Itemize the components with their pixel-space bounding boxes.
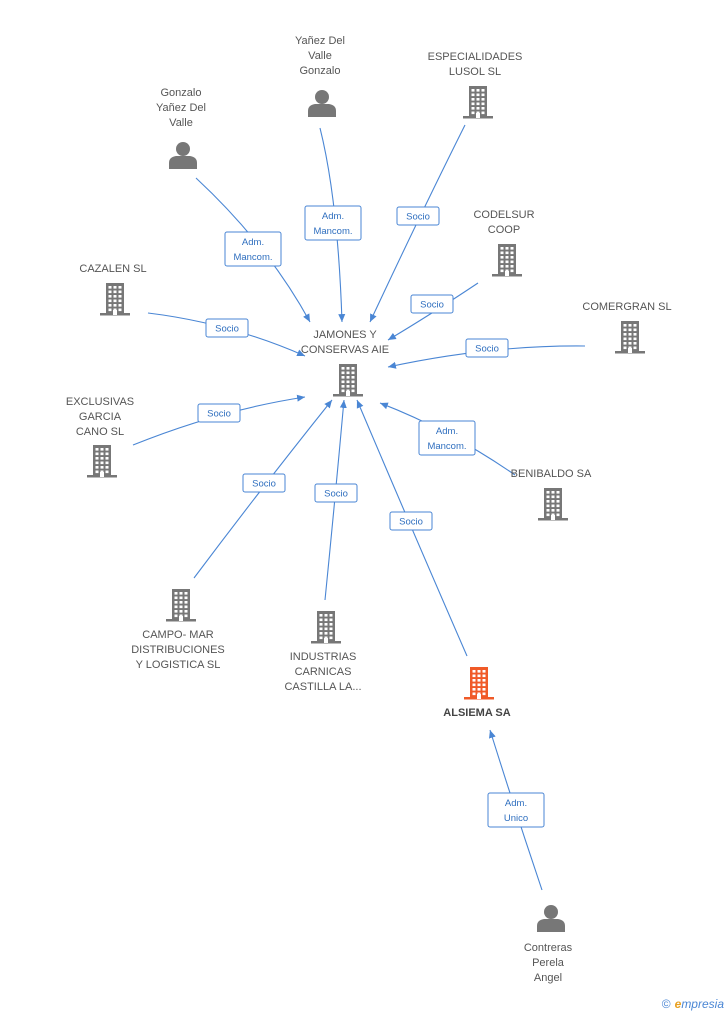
- edge-exclusivas-to-jamones: Socio: [132, 394, 306, 446]
- node-label: CODELSUR: [473, 209, 534, 221]
- building-icon: [87, 445, 117, 478]
- node-label: CONSERVAS AIE: [301, 344, 389, 356]
- person-icon: [169, 142, 197, 169]
- relation-label-box: [465, 338, 509, 358]
- edge-yanez1-to-jamones: Adm. Mancom.: [304, 127, 362, 323]
- cazalen-node[interactable]: CAZALEN SL: [79, 263, 147, 316]
- relation-label-text: Adm.: [322, 211, 344, 222]
- relation-label-text: Adm.: [436, 426, 458, 437]
- relation-label-text: Mancom.: [233, 252, 272, 263]
- edge-industrias-to-jamones: Socio: [314, 399, 358, 601]
- edge-gonzalo-to-jamones: Adm. Mancom.: [195, 177, 311, 323]
- node-label: BENIBALDO SA: [511, 468, 592, 480]
- edge-codelsur-to-jamones: Socio: [387, 282, 479, 341]
- benibaldo-node[interactable]: BENIBALDO SA: [511, 468, 592, 521]
- relation-label-text: Socio: [406, 212, 430, 223]
- building-icon: [463, 86, 493, 119]
- relation-label-box: [418, 420, 476, 456]
- codelsur-coop-node[interactable]: CODELSUR COOP: [473, 209, 535, 277]
- node-label: INDUSTRIAS: [290, 651, 357, 663]
- copyright-icon: ©: [661, 997, 671, 1011]
- relation-label-box: [197, 403, 241, 423]
- node-label: Perela: [532, 957, 565, 969]
- node-label: Valle: [169, 117, 193, 129]
- relation-label-box: [389, 511, 433, 531]
- person-icon: [308, 90, 336, 117]
- edge-alsiema-to-jamones: Socio: [356, 399, 468, 657]
- relation-label-text: Adm.: [505, 798, 527, 809]
- relation-label-box: [314, 483, 358, 503]
- especialidades-lusol-node[interactable]: ESPECIALIDADES LUSOL SL: [428, 51, 523, 119]
- building-icon: [166, 589, 196, 622]
- relation-label-box: [304, 205, 362, 241]
- brand-logo: empresia: [674, 997, 724, 1011]
- relation-label-text: Socio: [399, 517, 423, 528]
- relation-label-text: Socio: [324, 489, 348, 500]
- node-label: CAMPO- MAR: [142, 629, 214, 641]
- edge-comergran-to-jamones: Socio: [387, 338, 586, 369]
- node-label: COMERGRAN SL: [582, 301, 671, 313]
- edge-benibaldo-to-jamones: Adm. Mancom.: [379, 402, 516, 476]
- node-label: CANO SL: [76, 426, 124, 438]
- relation-label-text: Socio: [207, 409, 231, 420]
- node-label: Yañez Del: [156, 102, 206, 114]
- node-label: Valle: [308, 50, 332, 62]
- node-label: DISTRIBUCIONES: [131, 644, 225, 656]
- node-label: Contreras: [524, 942, 573, 954]
- campo-mar-node[interactable]: CAMPO- MAR DISTRIBUCIONES Y LOGISTICA SL: [131, 589, 225, 671]
- exclusivas-garcia-cano-node[interactable]: EXCLUSIVAS GARCIA CANO SL: [66, 396, 134, 478]
- jamones-node[interactable]: JAMONES Y CONSERVAS AIE: [301, 329, 389, 397]
- building-icon: [615, 321, 645, 354]
- relation-label-text: Mancom.: [427, 441, 466, 452]
- relation-label-text: Socio: [420, 300, 444, 311]
- node-label: CASTILLA LA...: [284, 681, 361, 693]
- node-label: LUSOL SL: [449, 66, 501, 78]
- node-label: Gonzalo: [300, 65, 341, 77]
- edge-cazalen-to-jamones: Socio: [147, 312, 306, 357]
- building-icon: [464, 667, 494, 700]
- relation-label-box: [224, 231, 282, 267]
- node-label: CARNICAS: [295, 666, 352, 678]
- relation-label-text: Socio: [215, 324, 239, 335]
- relation-label-box: [396, 206, 440, 226]
- relation-label-text: Socio: [475, 344, 499, 355]
- node-label: GARCIA: [79, 411, 122, 423]
- relation-label-box: [487, 792, 545, 828]
- node-label: Angel: [534, 972, 562, 984]
- node-label: Yañez Del: [295, 35, 345, 47]
- relation-label-box: [205, 318, 249, 338]
- building-icon: [538, 488, 568, 521]
- node-label: Gonzalo: [161, 87, 202, 99]
- relation-label-text: Mancom.: [313, 226, 352, 237]
- comergran-node[interactable]: COMERGRAN SL: [582, 301, 672, 354]
- building-icon: [492, 244, 522, 277]
- relation-label-box: [242, 473, 286, 493]
- relation-label-text: Unico: [504, 813, 528, 824]
- building-icon: [311, 611, 341, 644]
- building-icon: [100, 283, 130, 316]
- node-label: EXCLUSIVAS: [66, 396, 134, 408]
- edge-especialidades-to-jamones: Socio: [369, 124, 466, 323]
- person-icon: [537, 905, 565, 932]
- industrias-carnicas-node[interactable]: INDUSTRIAS CARNICAS CASTILLA LA...: [284, 611, 362, 693]
- node-label: Y LOGISTICA SL: [136, 659, 221, 671]
- relation-label-text: Adm.: [242, 237, 264, 248]
- node-label: COOP: [488, 224, 520, 236]
- node-label: CAZALEN SL: [79, 263, 146, 275]
- node-label: ALSIEMA SA: [443, 707, 510, 719]
- relation-label-box: [410, 294, 454, 314]
- node-label: ESPECIALIDADES: [428, 51, 523, 63]
- node-label: JAMONES Y: [313, 329, 377, 341]
- building-icon: [333, 364, 363, 397]
- relation-label-text: Socio: [252, 479, 276, 490]
- footer-brand: ©empresia: [662, 997, 724, 1011]
- edge-contreras-to-alsiema: Adm. Unico: [487, 729, 545, 891]
- alsiema-node[interactable]: ALSIEMA SA: [443, 667, 511, 719]
- edge-campomar-to-jamones: Socio: [193, 399, 333, 579]
